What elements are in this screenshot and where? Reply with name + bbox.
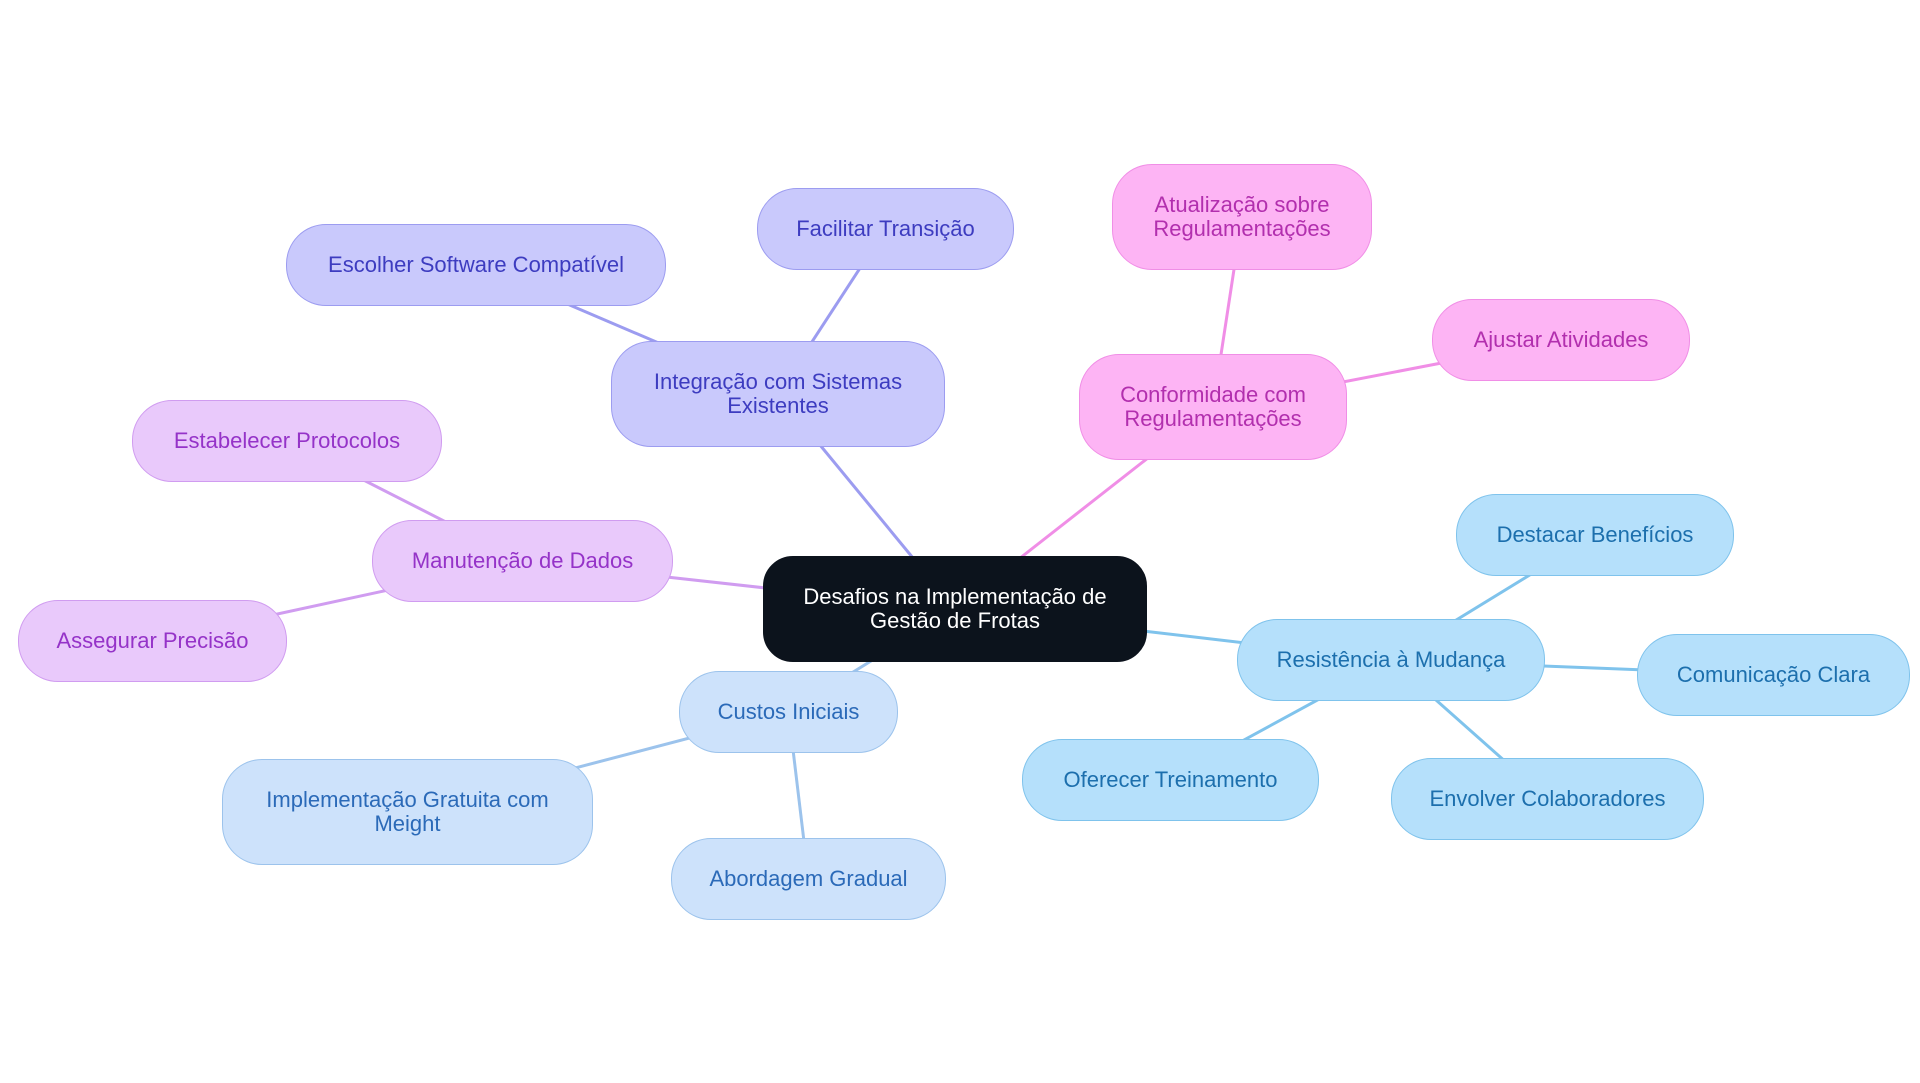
leaf-node-atualizacao: Atualização sobre Regulamentações <box>1112 164 1372 270</box>
leaf-node-abordagem: Abordagem Gradual <box>671 838 946 920</box>
branch-node-resistencia: Resistência à Mudança <box>1237 619 1545 701</box>
branch-node-conformidade-label: Conformidade com Regulamentações <box>1120 382 1306 431</box>
branch-node-manutencao-label: Manutenção de Dados <box>411 548 634 573</box>
leaf-node-escolher: Escolher Software Compatível <box>286 224 666 306</box>
leaf-node-envolver-label: Envolver Colaboradores <box>1429 786 1666 811</box>
leaf-node-assegurar: Assegurar Precisão <box>18 600 287 682</box>
leaf-node-envolver: Envolver Colaboradores <box>1391 758 1704 840</box>
branch-node-conformidade: Conformidade com Regulamentações <box>1079 354 1347 460</box>
leaf-node-implementacao: Implementação Gratuita com Meight <box>222 759 593 865</box>
leaf-node-facilitar-label: Facilitar Transição <box>796 216 975 241</box>
leaf-node-assegurar-label: Assegurar Precisão <box>56 628 249 653</box>
leaf-node-oferecer-label: Oferecer Treinamento <box>1063 767 1278 792</box>
leaf-node-destacar: Destacar Benefícios <box>1456 494 1734 576</box>
branch-node-manutencao: Manutenção de Dados <box>372 520 673 602</box>
leaf-node-implementacao-label: Implementação Gratuita com Meight <box>266 787 549 836</box>
leaf-node-estabelecer: Estabelecer Protocolos <box>132 400 442 482</box>
leaf-node-facilitar: Facilitar Transição <box>757 188 1014 270</box>
leaf-node-atualizacao-label: Atualização sobre Regulamentações <box>1153 192 1331 241</box>
branch-node-integracao: Integração com Sistemas Existentes <box>611 341 945 447</box>
branch-node-integracao-label: Integração com Sistemas Existentes <box>653 369 903 418</box>
leaf-node-abordagem-label: Abordagem Gradual <box>709 866 908 891</box>
leaf-node-comunicacao-label: Comunicação Clara <box>1676 662 1871 687</box>
leaf-node-comunicacao: Comunicação Clara <box>1637 634 1910 716</box>
leaf-node-escolher-label: Escolher Software Compatível <box>328 252 624 277</box>
leaf-node-ajustar: Ajustar Atividades <box>1432 299 1690 381</box>
leaf-node-ajustar-label: Ajustar Atividades <box>1473 327 1649 352</box>
branch-node-resistencia-label: Resistência à Mudança <box>1276 647 1506 672</box>
branch-node-custos: Custos Iniciais <box>679 671 898 753</box>
root-node: Desafios na Implementação de Gestão de F… <box>763 556 1147 662</box>
leaf-node-estabelecer-label: Estabelecer Protocolos <box>173 428 401 453</box>
leaf-node-destacar-label: Destacar Benefícios <box>1496 522 1694 547</box>
root-node-label: Desafios na Implementação de Gestão de F… <box>803 584 1107 633</box>
branch-node-custos-label: Custos Iniciais <box>717 699 860 724</box>
leaf-node-oferecer: Oferecer Treinamento <box>1022 739 1319 821</box>
